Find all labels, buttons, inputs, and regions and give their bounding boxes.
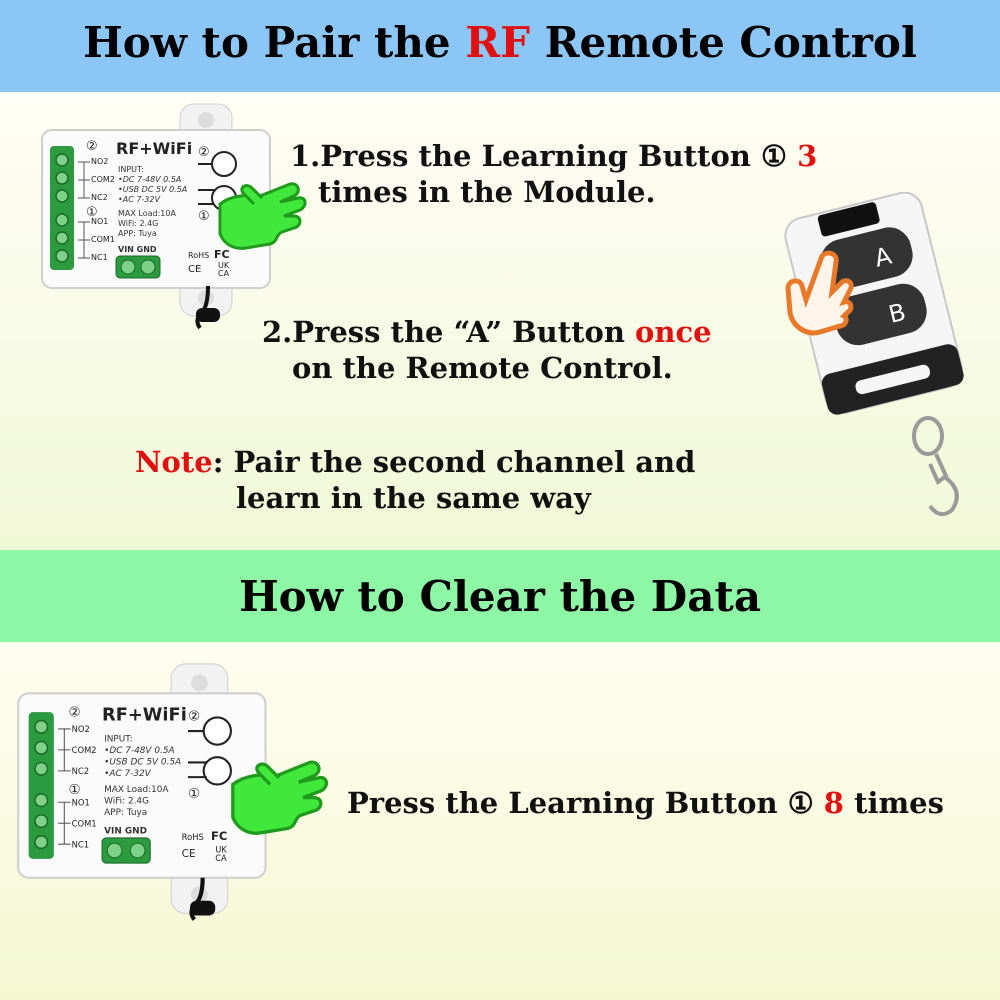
rohs-mark: RoHS xyxy=(182,832,204,842)
channel-2-button-marker: ② xyxy=(198,145,210,160)
note-line2: learn in the same way xyxy=(236,481,591,515)
note-label: Note xyxy=(135,445,213,479)
ce-mark: CE xyxy=(188,264,201,275)
channel-1-marker: ① xyxy=(86,205,98,220)
step2-emphasis: once xyxy=(635,315,712,349)
clear-suffix: times xyxy=(843,786,944,820)
terminal-label: NO2 xyxy=(91,157,108,166)
fc-mark: FC xyxy=(211,829,227,843)
terminal-label: COM1 xyxy=(72,818,97,828)
relay-module-top: NO2 COM2 NC2 NO1 COM1 NC1 ② ① RF+WiFi IN… xyxy=(41,103,271,330)
input-label: INPUT: xyxy=(118,165,144,174)
step2-text: 2.Press the “A” Button xyxy=(262,315,636,349)
pair-title-suffix: Remote Control xyxy=(529,18,917,67)
ukca-mark: CA xyxy=(218,269,230,278)
terminal-label: NC2 xyxy=(72,766,89,776)
remote-button-a[interactable]: A xyxy=(872,241,895,272)
power-label: VIN GND xyxy=(104,827,147,837)
note-text: : Pair the second channel and xyxy=(212,445,696,479)
max-load: MAX Load:10A xyxy=(104,785,169,795)
channel-2-marker: ② xyxy=(86,139,98,154)
terminal-label: COM2 xyxy=(72,745,97,755)
step2-line1: 2.Press the “A” Button once xyxy=(262,314,712,350)
app-spec: APP: Tuya xyxy=(104,808,147,818)
relay-module-bottom: NO2 COM2 NC2 NO1 COM1 NC1 ② ① RF+WiFi IN… xyxy=(17,663,267,921)
pair-title: How to Pair the RF Remote Control xyxy=(0,18,1000,67)
step1-line2: times in the Module. xyxy=(318,175,656,209)
spec-line: •AC 7-32V xyxy=(104,769,152,779)
pointing-hand-icon xyxy=(218,182,307,250)
terminal-label: NC1 xyxy=(91,253,108,262)
terminal-label: NC2 xyxy=(91,193,108,202)
channel-2-button-marker: ② xyxy=(188,709,200,725)
wifi-spec: WiFi: 2.4G xyxy=(104,796,149,806)
clear-instruction: Press the Learning Button ① 8 times xyxy=(347,785,944,821)
ukca-mark: CA xyxy=(215,853,227,863)
ukca-mark: UK xyxy=(218,261,230,270)
power-label: VIN GND xyxy=(118,245,157,254)
clear-count: 8 xyxy=(823,786,844,820)
step1-text: 1.Press the Learning Button ① xyxy=(290,139,798,173)
terminal-label: COM2 xyxy=(91,175,115,184)
pair-title-highlight: RF xyxy=(465,18,530,67)
clear-header-band xyxy=(0,550,1000,642)
rohs-mark: RoHS xyxy=(188,251,209,260)
spec-line: •AC 7-32V xyxy=(118,195,160,204)
terminal-label: NO1 xyxy=(91,217,108,226)
step1-line1: 1.Press the Learning Button ① 3 xyxy=(290,138,817,174)
input-label: INPUT: xyxy=(104,735,133,745)
ukca-mark: UK xyxy=(215,845,227,855)
pair-header-band xyxy=(0,0,1000,92)
app-spec: APP: Tuya xyxy=(118,229,157,238)
terminal-label: NC1 xyxy=(72,839,89,849)
wifi-spec: WiFi: 2.4G xyxy=(118,219,158,228)
pair-title-prefix: How to Pair the xyxy=(83,18,466,67)
rf-remote-control: A B xyxy=(784,192,964,517)
channel-1-button-marker: ① xyxy=(198,209,210,224)
channel-2-marker: ② xyxy=(68,704,80,720)
clear-title: How to Clear the Data xyxy=(238,572,762,621)
terminal-label: NO1 xyxy=(72,797,90,807)
terminal-label: COM1 xyxy=(91,235,115,244)
channel-1-marker: ① xyxy=(68,782,80,798)
clear-text: Press the Learning Button ① xyxy=(347,786,824,820)
remote-button-b[interactable]: B xyxy=(886,298,909,329)
spec-line: •DC 7-48V 0.5A xyxy=(118,175,181,184)
step1-count: 3 xyxy=(797,139,818,173)
step2-line2: on the Remote Control. xyxy=(292,351,673,385)
pointing-hand-icon xyxy=(231,760,328,835)
module-brand: RF+WiFi xyxy=(102,705,187,726)
module-brand: RF+WiFi xyxy=(116,139,192,158)
pointing-hand-orange-icon xyxy=(785,250,854,336)
fc-mark: FC xyxy=(214,248,230,261)
note-line1: Note: Pair the second channel and xyxy=(135,444,695,480)
spec-line: •USB DC 5V 0.5A xyxy=(104,758,181,768)
terminal-label: NO2 xyxy=(72,724,90,734)
spec-line: •USB DC 5V 0.5A xyxy=(118,185,187,194)
max-load: MAX Load:10A xyxy=(118,209,176,218)
spec-line: •DC 7-48V 0.5A xyxy=(104,746,174,756)
channel-1-button-marker: ① xyxy=(188,786,200,802)
ce-mark: CE xyxy=(182,848,196,860)
